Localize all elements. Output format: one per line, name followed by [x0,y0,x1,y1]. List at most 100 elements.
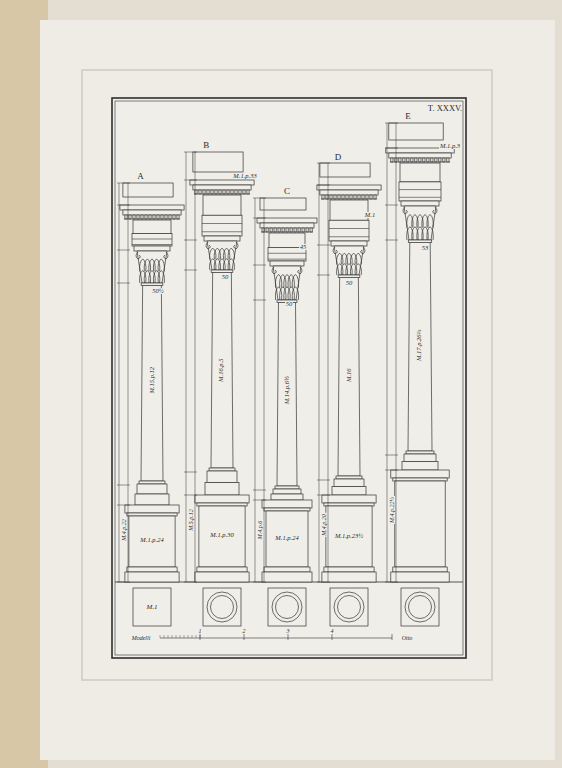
fascia [202,223,242,224]
plan-square [133,588,171,626]
dentil [125,215,127,219]
dimension-line [128,183,129,582]
scale-label: 4 [331,628,334,634]
dimension-label: M.1.p.30 [209,532,234,539]
dimension-label: M.1.p.23½ [334,533,364,540]
dimension-tick [253,198,266,199]
dentil [199,190,201,194]
pedestal-moulding [324,503,374,506]
plan-circle [207,592,237,622]
pedestal-plinth [125,572,179,582]
fascia [329,228,369,229]
pedestal-die [395,481,445,567]
dimension-label: M.16.p.5 [219,357,226,382]
dimension-tick [117,582,130,583]
pedestal-plinth [391,572,449,582]
dentil [366,195,368,199]
base-torus [207,471,237,483]
dimension-label: M.4.p.20 [321,513,327,537]
acanthus-leaf [337,264,343,275]
scale-label: 1 [199,628,202,634]
dentil [346,195,348,199]
pedestal-base-moulding [264,567,310,572]
cornice-moulding [260,223,314,228]
dimension-label: M.17.p.26⅔ [417,328,424,361]
dentil [270,228,272,232]
dentil [243,190,245,194]
acanthus-leaf [140,259,146,272]
acanthus-leaf [223,259,229,270]
dimension-tick [117,205,130,206]
acanthus-leaf [228,248,234,259]
abacus [270,261,304,266]
dentil [211,190,213,194]
abacus [401,201,439,206]
base-fillet [406,451,434,454]
fascia [268,253,306,254]
dimension-tick [253,265,266,266]
base-plinth [402,462,438,471]
dentil [274,228,276,232]
cornice-moulding [123,210,181,215]
dentil [219,190,221,194]
dimension-tick [385,148,398,149]
capital-bell [207,241,237,270]
volute [403,207,407,214]
dimension-label: M.1 [146,604,157,611]
dentil [207,190,209,194]
base-torus [334,479,364,487]
pedestal-cap [262,500,312,508]
acanthus-leaf [292,274,298,287]
pedestal-moulding [197,503,247,506]
order-letter: C [284,187,290,196]
dimension-label: M.16 [346,367,353,383]
dimension-line [328,163,329,582]
dimension-label: M.1.p.24 [139,537,164,544]
column-shaft [277,302,297,486]
dimension-tick [385,240,398,241]
capital-bell [137,251,167,283]
acanthus-leaf [346,264,352,275]
column-shaft [211,272,233,468]
dentil [227,190,229,194]
dimension-line [119,183,120,582]
abacus [204,236,240,241]
dimension-tick [253,500,266,501]
dentil [443,158,445,162]
dentil [338,195,340,199]
dentil [322,195,324,199]
capital-bell [273,266,301,300]
dimension-tick [184,472,197,473]
cornice-corona [317,185,381,190]
pedestal-die [129,516,175,567]
acanthus-leaf [219,259,225,270]
acanthus-leaf [346,253,352,264]
acanthus-leaf [427,227,433,240]
dentil [223,190,225,194]
dimension-tick [385,205,398,206]
base-torus [137,484,167,494]
cornice-line [321,199,377,200]
volute [234,242,238,249]
volute [164,252,168,259]
acanthus-leaf [149,270,155,283]
acanthus-leaf [144,270,150,283]
volute [361,247,365,254]
cornice-line [390,162,450,163]
pedestal-plinth [322,572,376,582]
dentil [407,158,409,162]
fascia [399,197,441,198]
pedestal-cap [322,495,376,503]
dentil [278,228,280,232]
acanthus-leaf [337,253,343,264]
dimension-tick [253,490,266,491]
acanthus-leaf [149,259,155,272]
architrave [132,234,172,247]
dimension-tick [117,183,130,184]
acanthus-leaf [144,259,150,272]
acanthus-leaf [341,253,347,264]
scale-tick [288,634,289,640]
plan-circle [338,596,361,619]
scale-tick [180,635,181,638]
